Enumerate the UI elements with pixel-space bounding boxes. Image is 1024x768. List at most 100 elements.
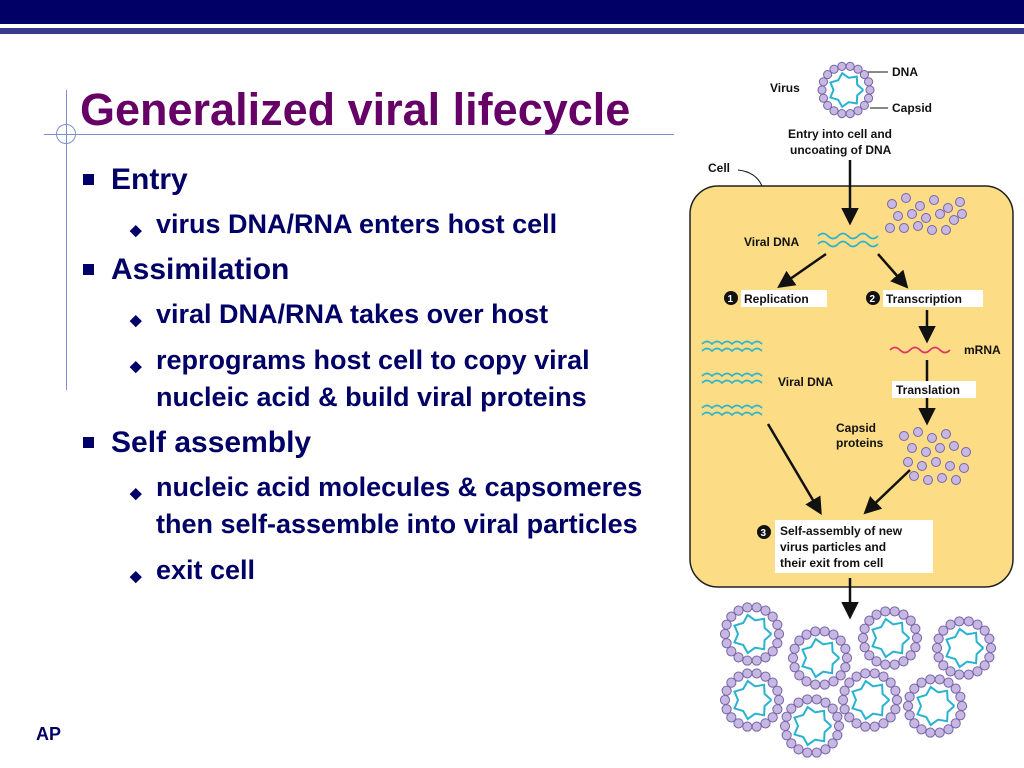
capsomere: [899, 431, 909, 441]
label-capsid-proteins-1: Capsid: [836, 421, 876, 435]
square-bullet-icon: [83, 437, 94, 448]
capsomere: [956, 700, 968, 712]
translation-box: [892, 381, 976, 398]
capsomere: [887, 199, 897, 209]
capsomere: [802, 747, 813, 758]
capsomere: [857, 632, 869, 644]
capsomere: [772, 704, 783, 715]
decor-horizontal-line: [44, 134, 674, 135]
capsomere: [907, 209, 917, 219]
capsomere: [844, 712, 855, 723]
square-bullet-icon: [83, 264, 94, 275]
slide-title: Generalized viral lifecycle: [80, 84, 631, 135]
capsomere: [891, 694, 903, 706]
capsomere: [865, 85, 875, 95]
capsomere: [931, 457, 941, 467]
capsomere: [801, 629, 812, 640]
virion-dna: [829, 71, 864, 109]
capsomere: [726, 712, 737, 723]
virion-dna: [733, 679, 773, 721]
diamond-bullet-icon: ◆: [130, 222, 142, 239]
capsomere: [893, 211, 903, 221]
capsomere: [827, 738, 838, 749]
capsomere: [786, 703, 797, 714]
capsomere: [742, 602, 753, 613]
capsomere: [767, 646, 778, 657]
capsomere: [955, 691, 966, 702]
virion-dna: [916, 685, 956, 727]
capsomere: [726, 646, 737, 657]
capsomere: [950, 683, 961, 694]
step-1-box: [741, 290, 827, 307]
capsomere: [905, 615, 916, 626]
capsomere: [721, 704, 732, 715]
capsomere: [903, 457, 913, 467]
capsomere: [959, 463, 969, 473]
capsomere: [789, 662, 800, 673]
capsomere: [811, 747, 822, 758]
capsomere: [786, 738, 797, 749]
capsomere: [781, 730, 792, 741]
label-capsid-proteins-2: proteins: [836, 436, 884, 450]
capsomere: [839, 704, 850, 715]
capsomere: [972, 666, 983, 677]
capsomere: [760, 718, 771, 729]
label-transcription: Transcription: [886, 292, 962, 306]
capsomere: [871, 609, 882, 620]
virion-icon: [817, 61, 875, 119]
capsomere: [878, 671, 889, 682]
capsomere: [839, 685, 850, 696]
capsomere: [937, 473, 947, 483]
capsomere: [844, 677, 855, 688]
virion-dna: [851, 679, 891, 721]
label-viral-dna: Viral DNA: [744, 235, 799, 249]
capsomere: [751, 721, 762, 732]
capsomere: [828, 629, 839, 640]
label-entry-1: Entry into cell and: [788, 127, 892, 141]
capsomere: [945, 619, 956, 630]
capsomere: [885, 677, 896, 688]
capsomere: [899, 223, 909, 233]
capsomere: [742, 721, 753, 732]
capsomere: [963, 669, 974, 680]
square-bullet-icon: [83, 174, 94, 185]
bullet-self-assembly: Self assembly ◆nucleic acid molecules & …: [78, 425, 678, 589]
virus-top: [817, 61, 875, 119]
capsomere: [901, 193, 911, 203]
capsomere: [955, 710, 966, 721]
diamond-bullet-icon: ◆: [130, 485, 142, 502]
capsomere: [904, 691, 915, 702]
capsomere: [890, 704, 901, 715]
top-banner: [0, 0, 1024, 24]
capsomere: [905, 650, 916, 661]
capsomere: [921, 447, 931, 457]
capsomere: [721, 685, 732, 696]
capsomere: [909, 718, 920, 729]
diamond-bullet-icon: ◆: [130, 312, 142, 329]
step-2-box: [883, 290, 983, 307]
capsomere: [719, 628, 731, 640]
capsomere: [931, 642, 943, 654]
capsomere: [934, 727, 945, 738]
capsomere: [773, 628, 785, 640]
sub-bullet: ◆viral DNA/RNA takes over host: [111, 296, 678, 333]
decor-vertical-line: [66, 90, 67, 390]
arrow-proteins-to-assembly: [863, 469, 911, 515]
capsomere: [733, 671, 744, 682]
capsomere: [828, 676, 839, 687]
capsomere: [957, 209, 967, 219]
new-virions: [719, 602, 997, 758]
sub-list: ◆nucleic acid molecules & capsomeres the…: [111, 469, 678, 589]
capsomere: [863, 77, 874, 87]
capsomere: [929, 195, 939, 205]
capsomere: [925, 674, 936, 685]
capsomere: [781, 711, 792, 722]
capsomere: [933, 652, 944, 663]
capsomere: [941, 225, 951, 235]
capsomere: [984, 633, 995, 644]
viral-lifecycle-diagram: Virus DNA Capsid Entry into cell and unc…: [689, 61, 1014, 758]
arrow-dna-to-assembly: [766, 423, 822, 516]
label-assembly-3: their exit from cell: [780, 556, 883, 570]
capsomere: [835, 670, 846, 681]
sub-bullet-text: reprograms host cell to copy viral nucle…: [156, 345, 590, 412]
